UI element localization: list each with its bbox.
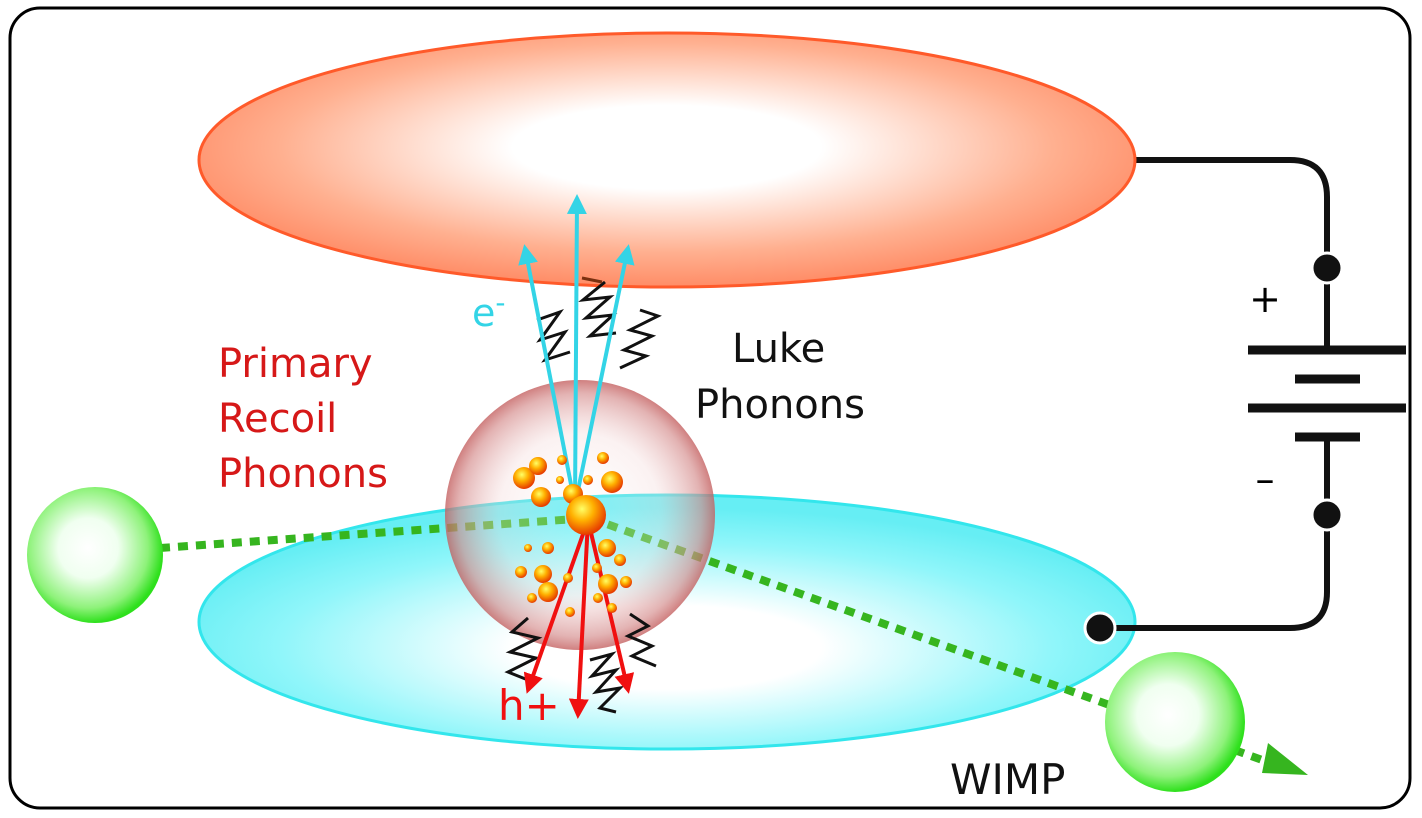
recoil-phonon-zigzag-3 <box>587 651 625 714</box>
luke-phonon-zigzag-2 <box>578 280 618 339</box>
luke-phonon-dash <box>581 276 603 284</box>
luke-phonon-zigzag-3 <box>619 308 662 370</box>
recoil-phonon-zigzag-1 <box>504 616 543 682</box>
plus-sign: + <box>1249 277 1281 321</box>
recoil-nucleus <box>566 495 606 535</box>
incoming-wimp-particle <box>27 487 163 623</box>
hole-label: h+ <box>498 681 560 730</box>
wimp-track <box>159 513 1292 774</box>
battery-node-top <box>1310 251 1344 285</box>
wimp-track-arrowhead <box>1262 743 1308 775</box>
electron-label: e- <box>472 286 506 335</box>
electron-track-2 <box>566 194 587 506</box>
terminal-bottom <box>1083 611 1117 645</box>
wimp-label: WIMP <box>950 755 1065 804</box>
electron-track-3 <box>573 244 635 506</box>
luke-phonons-label: Luke Phonons <box>695 326 865 428</box>
circuit-wire-top <box>1100 157 1330 268</box>
hole-track-1 <box>523 519 590 694</box>
hole-track-2 <box>568 519 590 719</box>
primary-recoil-label: Primary Recoil Phonons <box>218 341 388 497</box>
luke-phonon-zigzag-1 <box>536 309 571 363</box>
minus-sign: – <box>1256 457 1275 501</box>
battery-node-bottom <box>1310 498 1344 532</box>
circuit-wire-bottom <box>1100 515 1330 631</box>
electron-track-1 <box>518 244 577 506</box>
recoil-phonon-zigzag-2 <box>624 612 657 668</box>
outgoing-wimp-particle <box>1105 652 1245 792</box>
top-electrode <box>197 31 1137 289</box>
